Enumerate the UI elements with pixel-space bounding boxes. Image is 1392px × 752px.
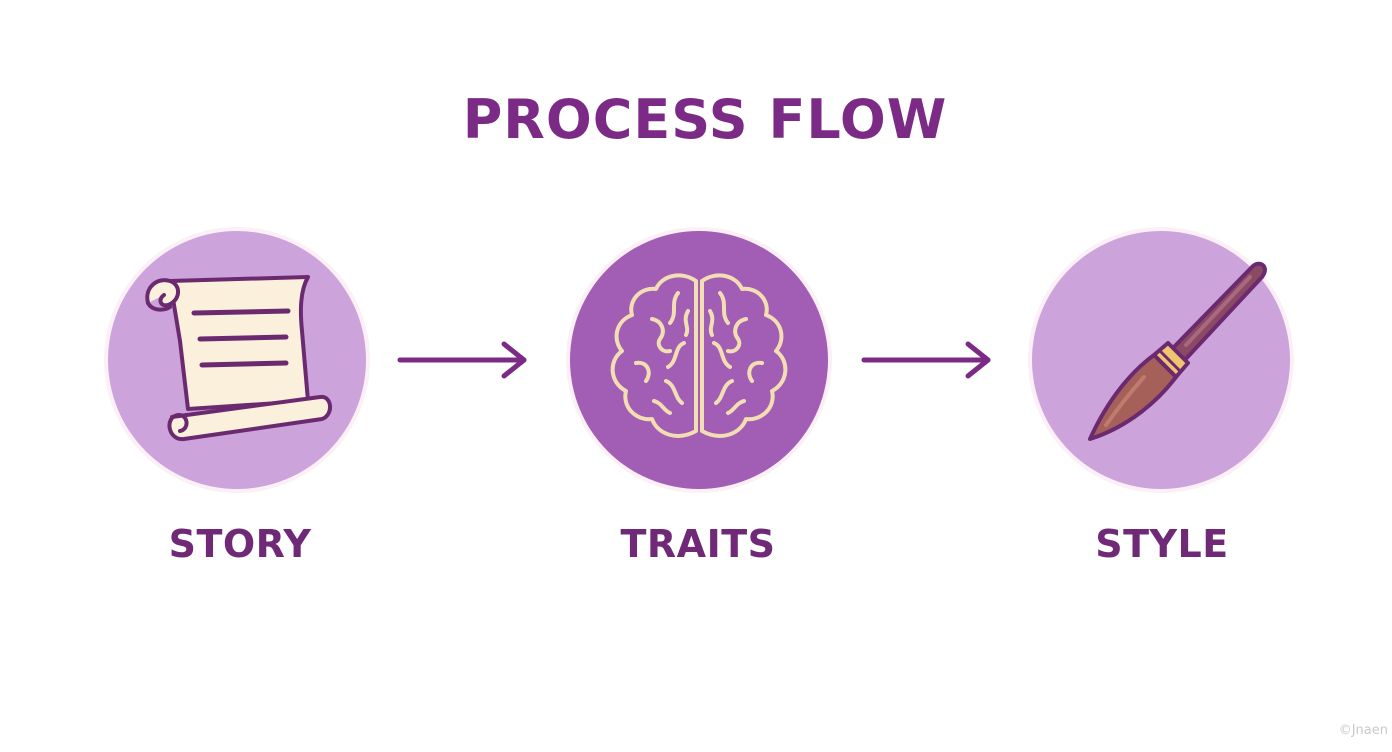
step-traits-circle (570, 231, 828, 489)
step-label-traits: TRAITS (620, 522, 776, 566)
step-style-circle (1032, 231, 1290, 489)
page-title: PROCESS FLOW (462, 88, 948, 151)
step-label-style: STYLE (1095, 522, 1229, 566)
arrow-right-icon (397, 341, 527, 379)
step-label-story: STORY (168, 522, 312, 566)
brain-icon (610, 273, 788, 438)
paintbrush-icon (1088, 261, 1267, 441)
arrow-right-icon (861, 341, 991, 379)
step-story-circle (108, 231, 366, 489)
watermark: ©Jnaen (1338, 723, 1388, 738)
scroll-icon (145, 275, 332, 442)
